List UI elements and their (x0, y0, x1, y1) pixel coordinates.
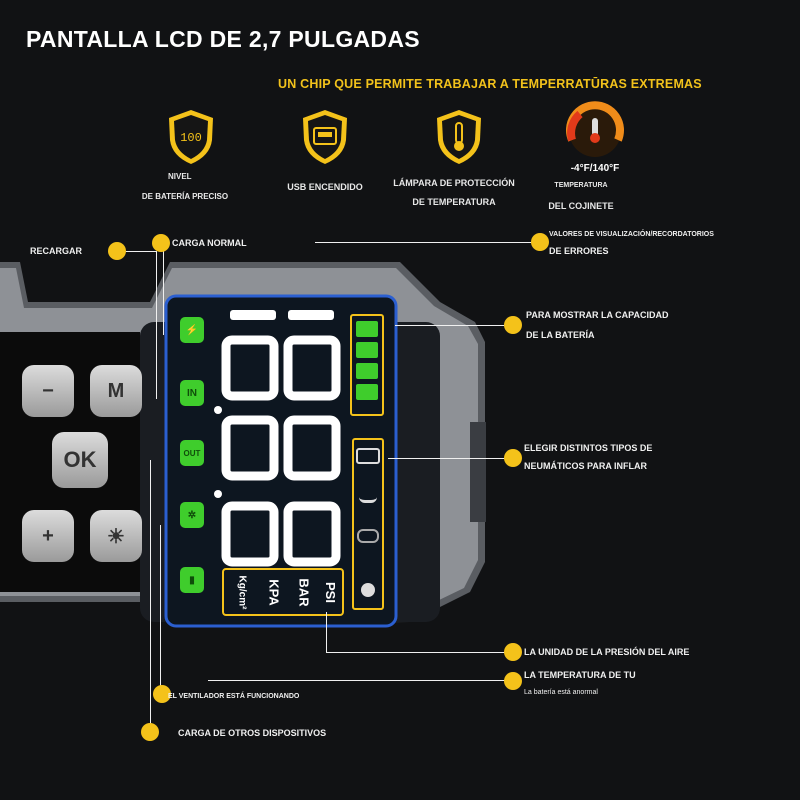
unit-bar: BAR (296, 577, 312, 607)
fan-indicator: ✲ (180, 502, 204, 528)
label-capacidad-1: PARA MOSTRAR LA CAPACIDAD (526, 310, 669, 320)
mode-button[interactable]: M (90, 365, 142, 417)
callout-dot-ventilador (153, 685, 171, 703)
out-indicator: OUT (180, 440, 204, 466)
callout-dot-valores (531, 233, 549, 251)
battery-indicator: ▮ (180, 567, 204, 593)
ball-icon (361, 583, 375, 597)
callout-line-valores (315, 242, 540, 243)
label-carga-normal: CARGA NORMAL (172, 238, 247, 248)
battery-level-bars (350, 314, 384, 416)
label-temperatura-2: La batería está anormal (524, 689, 598, 696)
callout-line-recargar-v (156, 251, 157, 399)
light-button[interactable]: ☀ (90, 510, 142, 562)
svg-text:100: 100 (180, 131, 202, 145)
feature-label-battery: NIVEL DE BATERÍA PRECISO (141, 172, 229, 201)
label-neumaticos-2: NEUMÁTICOS PARA INFLAR (524, 461, 647, 471)
callout-line-neumaticos (388, 458, 513, 459)
in-indicator: IN (180, 380, 204, 406)
feature-label-temp-lamp: LÁMPARA DE PROTECCIÓN DE TEMPERATURA (393, 178, 515, 207)
callout-dot-recargar (108, 242, 126, 260)
label-unidad: LA UNIDAD DE LA PRESIÓN DEL AIRE (524, 647, 690, 657)
label-recargar: RECARGAR (30, 246, 83, 256)
plus-button[interactable]: + (22, 510, 74, 562)
thermometer-shield-icon (434, 108, 484, 166)
unit-kpa: KPA (266, 578, 282, 606)
bicycle-icon (357, 529, 379, 543)
page-subtitle: UN CHIP QUE PERMITE TRABAJAR A TEMPERRAT… (278, 77, 702, 91)
minus-button[interactable]: − (22, 365, 74, 417)
label-temperatura-1: LA TEMPERATURA DE TU (524, 670, 636, 680)
usb-shield-icon (300, 108, 350, 166)
temperature-gauge-icon (560, 100, 630, 162)
callout-line-unidad (326, 652, 512, 653)
callout-dot-otros (141, 723, 159, 741)
label-valores-1: VALORES DE VISUALIZACIÓN/RECORDATORIOS (549, 231, 714, 238)
ok-button[interactable]: OK (52, 432, 108, 488)
callout-line-temp (208, 680, 512, 681)
feature-label-usb: USB ENCENDIDO (287, 182, 363, 192)
pressure-units-box: PSI BAR KPA Kg/cm² (222, 568, 344, 616)
label-neumaticos-1: ELEGIR DISTINTOS TIPOS DE (524, 443, 653, 453)
callout-line-recargar (124, 251, 156, 252)
callout-dot-capacidad (504, 316, 522, 334)
page-title: PANTALLA LCD DE 2,7 PULGADAS (26, 26, 420, 52)
callout-dot-unidad (504, 643, 522, 661)
tire-type-selector (352, 438, 384, 610)
callout-line-capacidad (395, 325, 515, 326)
callout-line-unidad-v (326, 612, 327, 652)
label-ventilador: EL VENTILADOR ESTÁ FUNCIONANDO (168, 693, 300, 700)
callout-dot-neumaticos (504, 449, 522, 467)
label-capacidad-2: DE LA BATERÍA (526, 330, 595, 340)
charge-indicator: ⚡ (180, 317, 204, 343)
label-otros-dispositivos: CARGA DE OTROS DISPOSITIVOS (178, 728, 327, 738)
segment-display (214, 310, 341, 567)
gauge-range-text: -4°F/140°F (570, 163, 620, 174)
battery-100-shield-icon: 100 (166, 108, 216, 166)
callout-dot-temperatura (504, 672, 522, 690)
feature-label-bearing: TEMPERATURA DEL COJINETE (548, 182, 614, 211)
motorcycle-icon (359, 488, 377, 503)
label-valores-2: DE ERRORES (549, 246, 609, 256)
callout-dot-carga-normal (152, 234, 170, 252)
air-compressor-device: − M OK + ☀ ⚡ IN OUT ✲ ▮ (0, 262, 490, 662)
unit-psi: PSI (322, 581, 338, 603)
callout-line-carga-v (163, 243, 164, 335)
unit-kgcm2: Kg/cm² (236, 575, 248, 609)
callout-line-ventilador-v (160, 525, 161, 695)
car-icon (356, 448, 380, 464)
callout-line-otros-v (150, 460, 151, 732)
